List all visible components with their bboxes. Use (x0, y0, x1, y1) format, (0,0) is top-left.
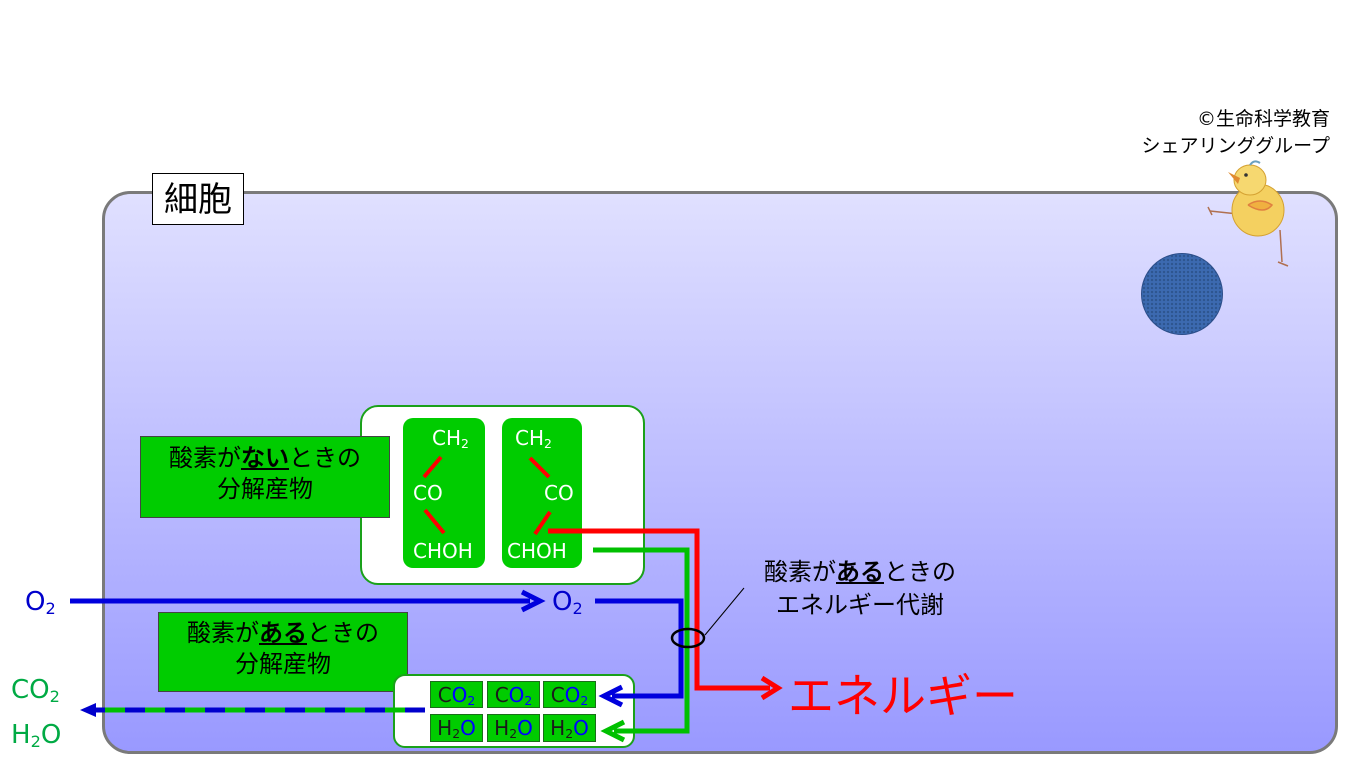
anaerobic-label-text2: ときの (289, 444, 361, 472)
co2-1-c: C (437, 683, 452, 707)
metabolism-callout-line (704, 587, 745, 636)
h2o-3-sub: 2 (565, 726, 574, 742)
h2o-output-label: H2O (11, 720, 61, 751)
metabolism-label-line2: エネルギー代謝 (776, 591, 944, 619)
output-arrow (80, 703, 425, 717)
h2o-3-h: H (550, 716, 566, 740)
energy-label: エネルギー (788, 669, 1018, 723)
co2-1-sub: 2 (467, 693, 476, 709)
co2-output-label: CO2 (11, 675, 60, 706)
aerobic-label-text2: ときの (307, 619, 379, 647)
mol1-top-sub: 2 (461, 436, 469, 452)
co2-box-2: CO2 (487, 681, 540, 708)
co2-output-sub: 2 (49, 687, 60, 707)
energy-arrow (548, 528, 783, 701)
h2o-output-sub: 2 (30, 732, 41, 752)
bond-lines (422, 455, 552, 536)
co2-3-c: C (550, 683, 565, 707)
credit-line-1: ©生命科学教育 (1196, 108, 1330, 130)
h2o-1-sub: 2 (452, 726, 461, 742)
h2o-output-o: O (40, 720, 62, 750)
h2o-output-h: H (11, 720, 31, 750)
co2-2-o: O (508, 683, 525, 707)
oxygen-outer-label: O2 (25, 587, 56, 618)
metabolism-label-text2: ときの (884, 558, 956, 586)
mol2-top-text: CH (515, 426, 545, 450)
anaerobic-label-text1: 酸素が (169, 444, 241, 472)
metabolism-label: 酸素があるときの エネルギー代謝 (735, 556, 985, 622)
h2o-3-o: O (573, 716, 589, 740)
pyruvate-molecule-2: CH2 CO CHOH (502, 418, 582, 568)
co2-2-sub: 2 (524, 693, 533, 709)
aerobic-label-text1: 酸素が (187, 619, 259, 647)
anaerobic-label-text3: 分解産物 (217, 475, 313, 503)
water-arrow (593, 547, 690, 743)
aerobic-label-emph: ある (259, 619, 307, 647)
co2-output-text: CO (11, 675, 50, 705)
h2o-2-sub: 2 (509, 726, 518, 742)
anaerobic-label: 酸素がないときの 分解産物 (140, 436, 390, 518)
aerobic-label: 酸素があるときの 分解産物 (158, 612, 408, 692)
mol2-bottom: CHOH (507, 539, 567, 563)
anaerobic-label-emph: ない (241, 444, 289, 472)
mol2-top: CH2 (515, 426, 552, 451)
oxygen-inner-o: O (552, 587, 573, 617)
h2o-2-o: O (517, 716, 533, 740)
h2o-box-3: H2O (543, 714, 596, 742)
h2o-box-1: H2O (430, 714, 483, 742)
mol2-top-sub: 2 (544, 436, 552, 452)
oxygen-outer-sub: 2 (45, 599, 56, 619)
h2o-1-h: H (437, 716, 453, 740)
oxygen-inflow-arrow (70, 589, 546, 613)
h2o-1-o: O (460, 716, 476, 740)
co2-3-sub: 2 (580, 693, 589, 709)
aerobic-label-text3: 分解産物 (235, 650, 331, 678)
oxygen-outer-o: O (25, 587, 46, 617)
metabolism-label-emph: ある (836, 558, 884, 586)
co2-1-o: O (451, 683, 468, 707)
nucleus-circle (1141, 253, 1223, 335)
co2-2-c: C (494, 683, 509, 707)
mol1-top-text: CH (432, 426, 462, 450)
pyruvate-molecule-1: CH2 CO CHOH (403, 418, 485, 568)
co2-box-1: CO2 (430, 681, 483, 708)
oxygen-inner-sub: 2 (572, 599, 583, 619)
cell-label: 細胞 (152, 173, 244, 225)
co2-box-3: CO2 (543, 681, 596, 708)
metabolism-label-text1: 酸素が (764, 558, 836, 586)
credit-line-2: シェアリンググループ (1141, 135, 1330, 157)
mol2-mid: CO (544, 481, 574, 505)
h2o-2-h: H (494, 716, 510, 740)
h2o-box-2: H2O (487, 714, 540, 742)
oxygen-inner-label: O2 (552, 587, 583, 618)
mol1-top: CH2 (432, 426, 469, 451)
mol1-bottom: CHOH (413, 539, 473, 563)
co2-3-o: O (564, 683, 581, 707)
oxygen-to-co2-arrow (595, 598, 684, 708)
credit-text: ©生命科学教育 シェアリンググループ (1080, 106, 1330, 160)
mol1-mid: CO (413, 481, 443, 505)
metabolism-ring (670, 627, 706, 649)
